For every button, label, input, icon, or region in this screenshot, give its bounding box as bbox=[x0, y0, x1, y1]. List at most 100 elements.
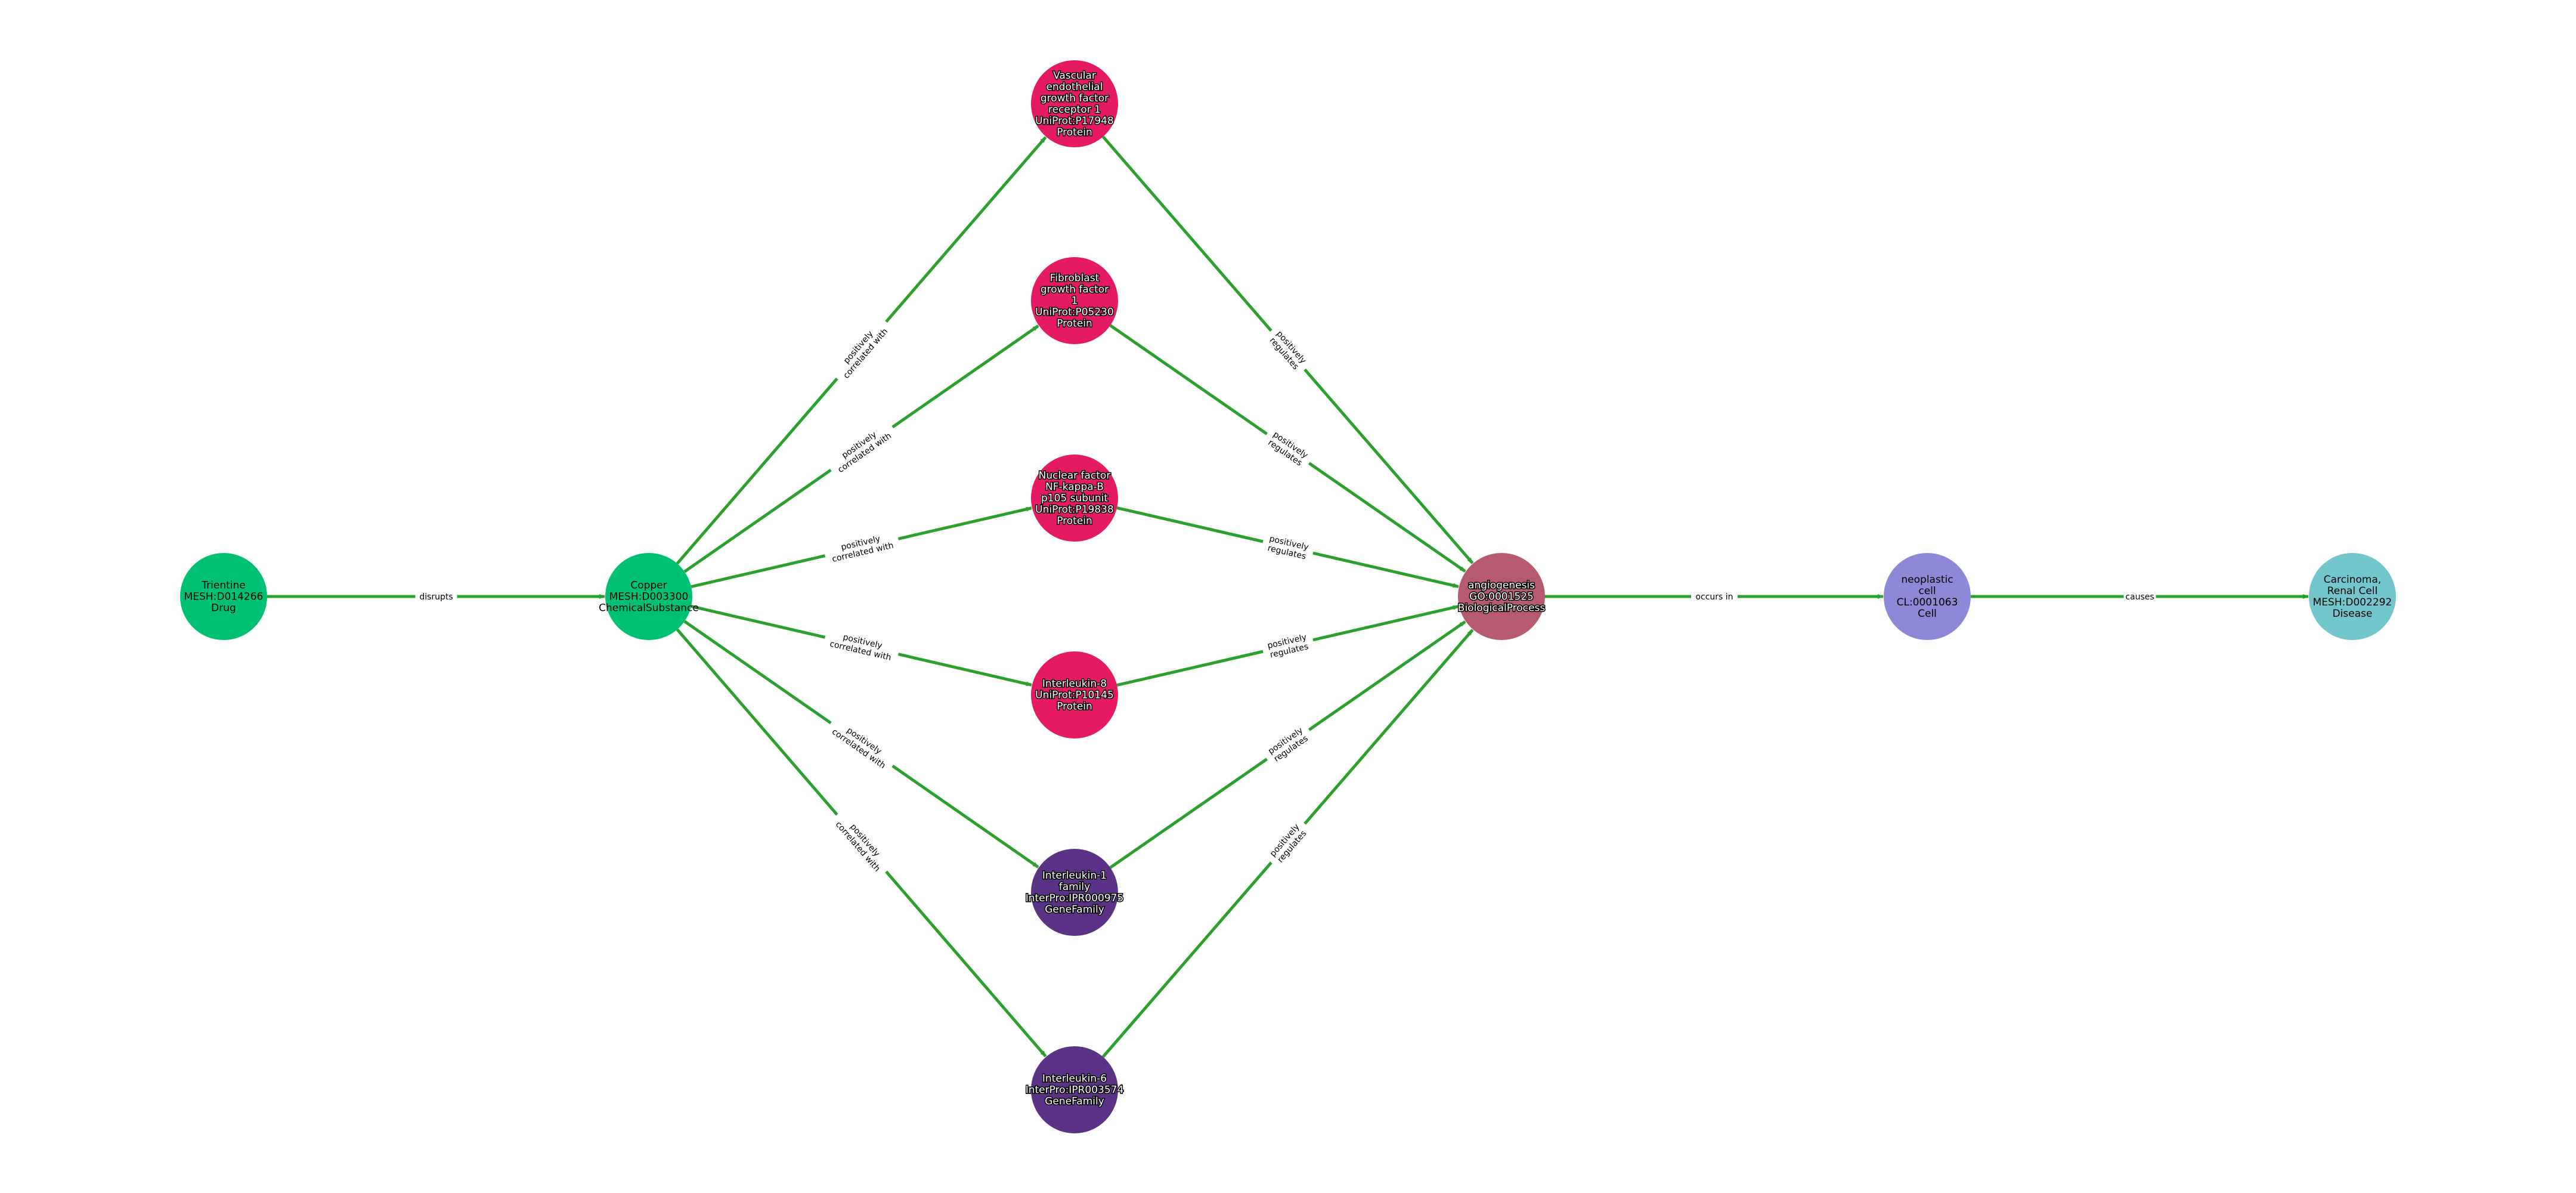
node-label-line: CL:0001063 bbox=[1897, 596, 1958, 608]
edge-label-background bbox=[829, 315, 894, 385]
edge-label-background bbox=[1263, 324, 1313, 376]
edge-label-background bbox=[829, 808, 894, 879]
edge-label-line: causes bbox=[2125, 592, 2154, 602]
node-label-line: MESH:D014266 bbox=[184, 591, 264, 603]
node-il1[interactable]: Interleukin-1familyInterPro:IPR000975Gen… bbox=[1024, 849, 1125, 936]
node-circle bbox=[180, 553, 267, 640]
edge-label: disrupts bbox=[415, 591, 457, 602]
node-label-line: MESH:D002292 bbox=[2313, 596, 2392, 608]
edge-label-background bbox=[822, 627, 901, 665]
node-label-line: Renal Cell bbox=[2327, 585, 2378, 597]
node-label-line: Drug bbox=[211, 602, 236, 614]
node-label-line: Interleukin-1 bbox=[1042, 870, 1107, 882]
node-label-line: UniProt:P10145 bbox=[1035, 690, 1114, 701]
node-label-line: angiogenesis bbox=[1468, 580, 1535, 592]
edge-angio-neo[interactable]: occurs in bbox=[1545, 591, 1884, 602]
node-label-line: endothelial bbox=[1046, 81, 1103, 93]
node-label-line: InterPro:IPR000975 bbox=[1026, 892, 1124, 904]
edge-label-background bbox=[825, 419, 899, 478]
node-label-line: Disease bbox=[2333, 608, 2373, 620]
node-label-line: Protein bbox=[1057, 515, 1092, 527]
node-label-line: GeneFamily bbox=[1045, 904, 1104, 916]
node-label-line: MESH:D003300 bbox=[609, 591, 689, 603]
node-label-line: Protein bbox=[1057, 126, 1092, 138]
edge-label: occurs in bbox=[1691, 591, 1738, 602]
node-label-line: receptor 1 bbox=[1048, 104, 1101, 116]
edge-label-background bbox=[415, 591, 457, 602]
node-label-line: Protein bbox=[1057, 318, 1092, 330]
node-circle bbox=[1031, 849, 1118, 936]
edge-label-background bbox=[1261, 425, 1315, 472]
node-label-line: GeneFamily bbox=[1045, 1096, 1104, 1108]
edge-label-background bbox=[1261, 721, 1315, 768]
node-label-line: Protein bbox=[1057, 701, 1092, 713]
node-label-line: growth factor bbox=[1041, 92, 1109, 104]
node-circle bbox=[1031, 455, 1118, 542]
edge-trientine-copper[interactable]: disrupts bbox=[267, 591, 605, 602]
edge-neo-rcc[interactable]: causes bbox=[1971, 591, 2309, 602]
node-label-line: cell bbox=[1918, 585, 1936, 597]
edge-label-background bbox=[825, 715, 899, 774]
node-label-line: Vascular bbox=[1053, 70, 1096, 82]
edge-label-background bbox=[1691, 591, 1738, 602]
node-label-line: Fibroblast bbox=[1050, 273, 1100, 285]
node-label-line: Nuclear factor bbox=[1039, 470, 1111, 482]
edge-label-line: disrupts bbox=[419, 592, 453, 602]
edge-label-line: occurs in bbox=[1695, 592, 1733, 602]
edge-label-background bbox=[2123, 591, 2156, 602]
node-label-line: ChemicalSubstance bbox=[599, 602, 699, 614]
edge-label-background bbox=[1261, 630, 1315, 662]
node-circle bbox=[2309, 553, 2396, 640]
edge-label-background bbox=[1261, 531, 1315, 563]
node-label-line: UniProt:P19838 bbox=[1035, 504, 1114, 516]
node-label-line: GO:0001525 bbox=[1469, 591, 1534, 603]
node-label-line: p105 subunit bbox=[1041, 493, 1108, 505]
node-label-line: growth factor bbox=[1041, 284, 1109, 296]
node-circle bbox=[1031, 651, 1118, 738]
node-label-line: family bbox=[1059, 881, 1090, 893]
node-label-line: Trientine bbox=[201, 580, 245, 592]
node-label-line: Copper bbox=[630, 580, 667, 592]
node-label-line: UniProt:P05230 bbox=[1035, 307, 1114, 319]
node-label-line: Interleukin-8 bbox=[1042, 678, 1107, 690]
node-il6[interactable]: Interleukin-6InterPro:IPR003574GeneFamil… bbox=[1024, 1046, 1125, 1133]
node-circle bbox=[1031, 60, 1118, 147]
node-circle bbox=[1884, 553, 1971, 640]
node-label-line: neoplastic bbox=[1901, 574, 1953, 586]
node-label-line: Carcinoma, bbox=[2324, 574, 2382, 586]
node-circle bbox=[605, 553, 692, 640]
node-label-line: NF-kappa-B bbox=[1045, 481, 1104, 493]
edge-label: causes bbox=[2123, 591, 2156, 602]
